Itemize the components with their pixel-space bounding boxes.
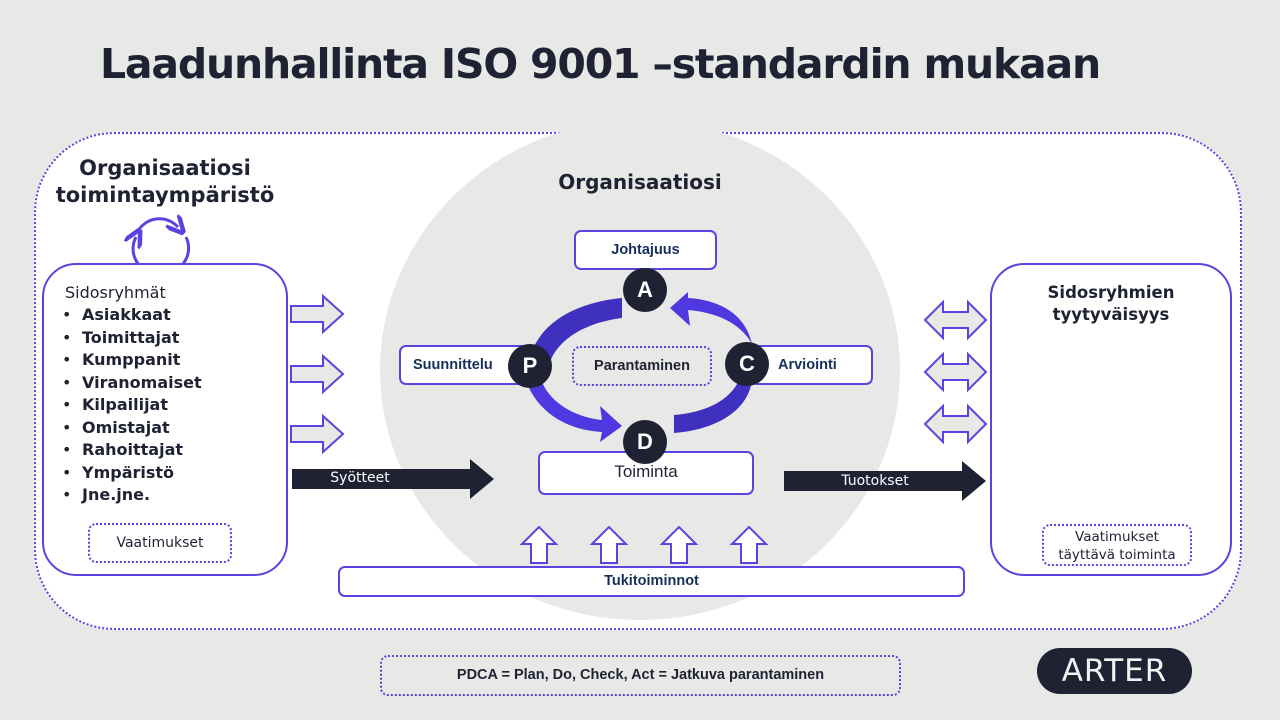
satisfaction-title: Sidosryhmien tyytyväisyys: [1000, 282, 1222, 326]
list-item: Jne.jne.: [62, 484, 202, 507]
satisfaction-box: [990, 263, 1232, 576]
pdca-cycle-arrows: [528, 292, 752, 442]
support-functions-box: Tukitoiminnot: [338, 566, 965, 597]
leadership-box: Johtajuus: [574, 230, 717, 270]
double-arrow-icon: [923, 403, 988, 445]
outputs-arrow: [784, 461, 986, 501]
operation-box: Toiminta: [538, 451, 754, 495]
plan-badge: P: [508, 344, 552, 388]
satisfaction-title-line1: Sidosryhmien: [1047, 283, 1175, 302]
organization-title: Organisaatiosi: [558, 170, 722, 194]
list-item: Kumppanit: [62, 349, 202, 372]
list-item: Omistajat: [62, 417, 202, 440]
do-badge: D: [623, 420, 667, 464]
environment-title: Organisaatiosi toimintaympäristö: [40, 155, 290, 209]
requirements-box: Vaatimukset: [88, 523, 232, 563]
support-arrow-icon: [729, 525, 769, 564]
check-badge: C: [725, 342, 769, 386]
arter-logo: ARTER: [1037, 648, 1192, 694]
pdca-note: PDCA = Plan, Do, Check, Act = Jatkuva pa…: [380, 655, 901, 696]
inputs-arrow: [292, 459, 494, 499]
environment-title-line2: toimintaympäristö: [55, 183, 275, 207]
input-arrow-icon: [290, 293, 345, 335]
arc-d-to-c: [674, 378, 752, 433]
arc-p-to-a: [530, 298, 622, 362]
improvement-box: Parantaminen: [572, 346, 712, 386]
stakeholders-list: Asiakkaat Toimittajat Kumppanit Viranoma…: [62, 304, 202, 507]
page-title: Laadunhallinta ISO 9001 –standardin muka…: [100, 40, 1101, 88]
input-arrow-icon: [290, 413, 345, 455]
support-arrow-icon: [519, 525, 559, 564]
inputs-label: Syötteet: [330, 470, 390, 486]
satisfaction-title-line2: tyytyväisyys: [1052, 305, 1170, 324]
list-item: Kilpailijat: [62, 394, 202, 417]
environment-title-line1: Organisaatiosi: [79, 156, 251, 180]
support-arrow-icon: [589, 525, 629, 564]
double-arrow-icon: [923, 299, 988, 341]
list-item: Toimittajat: [62, 327, 202, 350]
stakeholders-heading: Sidosryhmät: [65, 283, 166, 302]
outputs-label: Tuotokset: [841, 473, 909, 489]
list-item: Asiakkaat: [62, 304, 202, 327]
act-badge: A: [623, 268, 667, 312]
list-item: Ympäristö: [62, 462, 202, 485]
arc-c-to-a: [670, 292, 752, 344]
list-item: Viranomaiset: [62, 372, 202, 395]
compliant-line1: Vaatimukset: [1075, 529, 1159, 545]
evaluation-box: Arviointi: [750, 345, 873, 385]
double-arrow-icon: [923, 351, 988, 393]
support-arrow-icon: [659, 525, 699, 564]
compliant-operation-box: Vaatimukset täyttävä toiminta: [1042, 524, 1192, 566]
compliant-line2: täyttävä toiminta: [1058, 547, 1176, 563]
input-arrow-icon: [290, 353, 345, 395]
list-item: Rahoittajat: [62, 439, 202, 462]
arc-p-to-d: [528, 382, 622, 442]
